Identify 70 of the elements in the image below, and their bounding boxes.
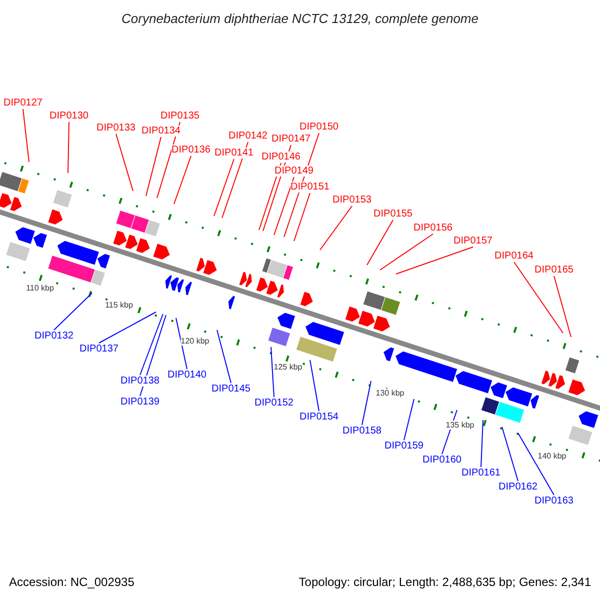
leader-line	[22, 108, 30, 162]
leader-line	[214, 158, 234, 216]
gene-label: DIP0141	[214, 148, 254, 158]
leader-line	[310, 360, 320, 412]
leader-line	[396, 246, 474, 274]
leader-line	[68, 122, 70, 174]
leader-line	[54, 292, 92, 330]
leader-line	[146, 136, 162, 196]
leader-line	[362, 380, 372, 426]
gene-label: DIP0160	[422, 454, 462, 466]
gene-label: DIP0136	[172, 144, 210, 156]
gene-label: DIP0137	[80, 344, 118, 354]
gene-label: DIP0155	[374, 208, 412, 220]
gene-label: DIP0153	[332, 194, 372, 206]
gene-label: DIP0135	[160, 110, 200, 122]
gene-label: DIP0139	[120, 396, 160, 408]
leader-line	[480, 420, 484, 468]
leader-line	[176, 318, 188, 370]
scale-label: 125 kbp	[274, 362, 302, 372]
gene-label: DIP0132	[34, 330, 74, 342]
gene-label: DIP0130	[50, 110, 88, 122]
gene-label: DIP0142	[228, 130, 268, 142]
leader-line	[140, 314, 166, 396]
leader-line	[514, 262, 564, 334]
gene-label: DIP0134	[142, 126, 180, 136]
scale-label: 120 kbp	[180, 336, 210, 346]
gene-label: DIP0159	[384, 440, 424, 452]
leader-line	[518, 432, 554, 496]
leader-line	[320, 206, 352, 250]
leader-line	[380, 234, 434, 270]
gene-label: DIP0150	[300, 122, 338, 132]
gene-label: DIP0164	[494, 250, 534, 262]
scale-label: 115 kbp	[105, 300, 133, 310]
gene-label: DIP0149	[274, 166, 314, 176]
leader-line	[294, 192, 310, 242]
leader-line	[270, 346, 274, 398]
gene-label: DIP0158	[342, 426, 382, 436]
footer-text: Topology: circular; Length: 2,488,635 bp; Genes: 2,341	[298, 574, 591, 591]
title: Corynebacterium diphtheriae NCTC 13129, complete genome	[122, 10, 478, 28]
leader-line	[404, 398, 414, 440]
scale-label: 110 kbp	[26, 284, 54, 292]
gene-label: DIP0162	[498, 482, 538, 492]
leader-line	[554, 276, 572, 338]
gene-label: DIP0152	[254, 398, 294, 408]
gene-label: DIP0140	[168, 370, 206, 380]
gene-label: DIP0133	[96, 122, 136, 134]
scale-label: 135 kbp	[446, 420, 474, 430]
leader-line	[274, 176, 294, 236]
gene-label: DIP0145	[212, 384, 250, 394]
gene-label: DIP0147	[272, 134, 310, 144]
scale-label: 130 kbp	[376, 388, 404, 398]
leader-line	[98, 312, 156, 344]
leader-line	[140, 314, 164, 376]
gene-label: DIP0138	[120, 376, 160, 386]
leader-line	[216, 330, 232, 384]
gene-label: DIP0163	[534, 496, 574, 506]
gene-label: DIP0146	[262, 152, 300, 162]
gene-label: DIP0127	[4, 98, 42, 108]
gene-label: DIP0151	[290, 182, 330, 192]
gene-label: DIP0165	[534, 264, 574, 276]
leader-line	[174, 156, 192, 204]
leader-line	[116, 134, 134, 192]
scale-label: 140 kbp	[538, 452, 566, 460]
gene-label: DIP0156	[414, 222, 452, 234]
footer-text: Accession: NC_002935	[9, 574, 134, 591]
gene-label: DIP0161	[462, 468, 500, 478]
gene-label: DIP0154	[300, 412, 338, 422]
leader-line	[366, 220, 394, 266]
gene-label: DIP0157	[454, 236, 492, 246]
leader-line	[502, 426, 518, 482]
